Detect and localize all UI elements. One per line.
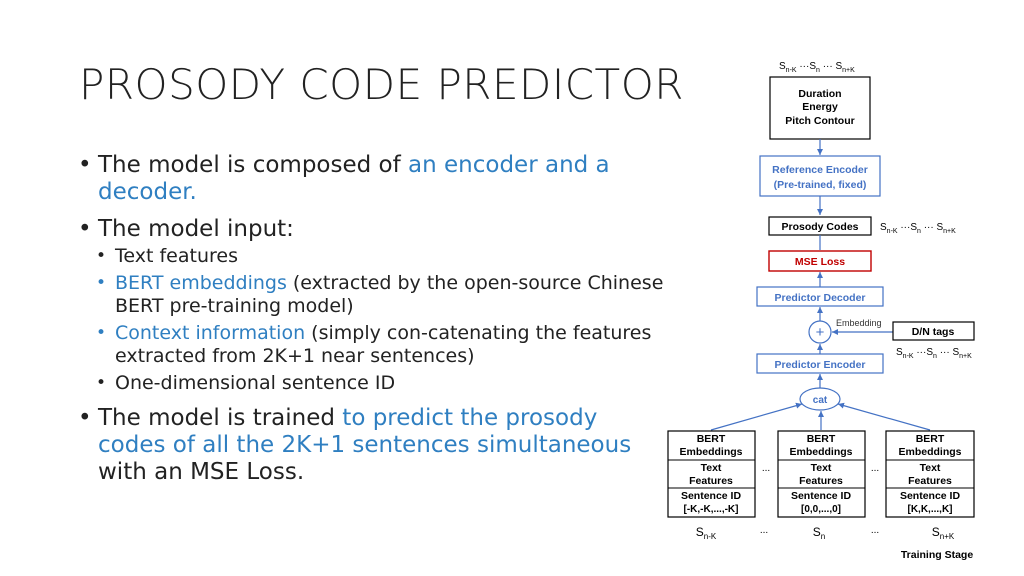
col1-seq-label: Sn-K xyxy=(696,525,717,541)
col2-sid-1: Sentence ID xyxy=(791,490,852,502)
dn-tags-label: D/N tags xyxy=(912,326,955,338)
predictor-encoder-box xyxy=(756,353,884,374)
col1-bert-1: BERT xyxy=(697,433,726,445)
sub-bullet-3-text: (simply con-catenating the features extr… xyxy=(115,322,652,367)
dots-1: ... xyxy=(762,463,770,474)
bullet-1: The model is composed of an encoder and … xyxy=(78,152,668,206)
sub-bullet-4-text: One-dimensional sentence ID xyxy=(115,372,396,394)
predictor-decoder-box xyxy=(756,286,884,307)
mse-loss-box xyxy=(768,250,872,272)
features-line-3: Pitch Contour xyxy=(785,115,854,127)
bullet-1-highlight: an encoder and a decoder. xyxy=(98,152,610,205)
col3-text-1: Text xyxy=(920,462,941,474)
sub-bullet-2-text: (extracted by the open-source Chinese BE… xyxy=(115,272,664,317)
bullet-1-text: The model is composed of xyxy=(98,152,409,178)
dots-4: ... xyxy=(871,525,879,536)
dots-3: ... xyxy=(760,525,768,536)
features-box xyxy=(769,76,871,140)
embedding-label: Embedding xyxy=(836,318,882,328)
input-column-3: BERT Embeddings Text Features Sentence I… xyxy=(885,430,975,518)
features-line-2: Energy xyxy=(802,101,838,113)
cat-node xyxy=(799,387,841,411)
col1-sid-1: Sentence ID xyxy=(681,490,742,502)
ref-encoder-line-1: Reference Encoder xyxy=(772,164,868,176)
plus-sign: + xyxy=(816,324,825,341)
col1-sid-2: [-K,-K,...,-K] xyxy=(684,504,739,515)
ref-encoder-line-2: (Pre-trained, fixed) xyxy=(774,179,867,191)
bullet-3-text: The model is trained xyxy=(98,405,343,431)
col3-bert-2: Embeddings xyxy=(898,446,961,458)
cat-label: cat xyxy=(813,395,828,406)
col2-text-2: Features xyxy=(799,475,843,487)
col1-text-2: Features xyxy=(689,475,733,487)
predictor-encoder-label: Predictor Encoder xyxy=(774,359,865,371)
sub-bullet-2-highlight: BERT embeddings xyxy=(115,272,287,294)
input-column-1: BERT Embeddings Text Features Sentence I… xyxy=(667,430,756,518)
arrow-col3-to-cat xyxy=(837,402,931,431)
features-line-1: Duration xyxy=(798,88,841,100)
mse-loss-label: MSE Loss xyxy=(795,256,845,268)
col1-bert-2: Embeddings xyxy=(679,446,742,458)
sub-bullet-4: One-dimensional sentence ID xyxy=(78,372,668,395)
dn-tags-box xyxy=(892,321,975,341)
input-column-2: BERT Embeddings Text Features Sentence I… xyxy=(777,430,866,518)
sub-bullet-1-text: Text features xyxy=(115,245,238,267)
slide-title: PROSODY CODE PREDICTOR xyxy=(79,60,684,109)
col3-sid-1: Sentence ID xyxy=(900,490,961,502)
bullet-2-text: The model input: xyxy=(98,216,294,242)
col1-text-1: Text xyxy=(701,462,722,474)
dots-2: ... xyxy=(871,463,879,474)
bullet-3-tail: with an MSE Loss. xyxy=(98,459,305,485)
col3-sid-2: [K,K,...,K] xyxy=(908,504,953,515)
tags-seq-label: Sn-K ···Sn ··· Sn+K xyxy=(896,347,972,360)
col2-seq-label: Sn xyxy=(813,525,825,541)
sub-bullet-2: BERT embeddings (extracted by the open-s… xyxy=(78,272,668,318)
add-node xyxy=(808,320,832,344)
sub-bullet-3: Context information (simply con-catenati… xyxy=(78,322,668,368)
col2-bert-2: Embeddings xyxy=(789,446,852,458)
bullet-2: The model input: xyxy=(78,216,668,243)
bullet-3: The model is trained to predict the pros… xyxy=(78,405,668,486)
arrow-col1-to-cat xyxy=(710,402,803,431)
col3-bert-1: BERT xyxy=(916,433,945,445)
codes-seq-label: Sn-K ···Sn ··· Sn+K xyxy=(880,222,956,235)
col2-text-1: Text xyxy=(811,462,832,474)
predictor-decoder-label: Predictor Decoder xyxy=(774,292,865,304)
training-stage-label: Training Stage xyxy=(901,549,974,561)
col2-sid-2: [0,0,...,0] xyxy=(801,504,841,515)
bullet-3-highlight: to predict the prosody codes of all the … xyxy=(98,405,632,458)
sub-bullet-1: Text features xyxy=(78,245,668,268)
prosody-codes-label: Prosody Codes xyxy=(781,221,858,233)
sub-bullet-3-highlight: Context information xyxy=(115,322,306,344)
top-seq-label: Sn-K ···Sn ··· Sn+K xyxy=(779,61,855,74)
col3-seq-label: Sn+K xyxy=(932,525,955,541)
col3-text-2: Features xyxy=(908,475,952,487)
col2-bert-1: BERT xyxy=(807,433,836,445)
bullet-list: The model is composed of an encoder and … xyxy=(78,152,668,496)
